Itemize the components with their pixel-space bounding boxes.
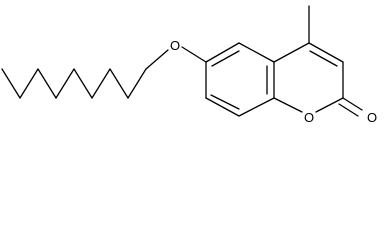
pyrone-bond-c4-c4a <box>273 42 310 63</box>
benzene-bond-3 <box>238 97 275 117</box>
pyrone-bond-c4-c3 <box>308 42 344 63</box>
chain-bond-7 <box>109 68 129 99</box>
carbonyl-bond-2 <box>338 103 359 117</box>
ether-oxygen-label: O <box>170 38 180 53</box>
pyrone-bond-c2-o1 <box>315 97 344 113</box>
benzene-bond-5 <box>238 42 275 63</box>
chain-bond-4 <box>55 68 75 99</box>
carbonyl-bond-1 <box>342 97 363 111</box>
oxygen-to-ring-bond <box>181 46 207 63</box>
chain-bond-5 <box>73 68 93 99</box>
benzene-ring <box>181 42 275 117</box>
chain-bond-3 <box>37 68 57 99</box>
pyrone-bond-o1-c8a <box>273 97 303 113</box>
pyrone-double-bond-c3-c4 <box>309 50 338 67</box>
ring-oxygen-label: O <box>304 110 314 125</box>
benzene-bond-6 <box>205 42 240 63</box>
carbonyl-oxygen-label: O <box>367 110 377 125</box>
octyl-chain <box>1 49 169 99</box>
atom-labels: O O O <box>170 38 377 125</box>
benzene-inner-bond-1 <box>211 50 240 67</box>
benzene-bond-2 <box>205 97 240 117</box>
chain-to-oxygen-bond <box>145 49 169 70</box>
chain-bond-6 <box>91 68 111 99</box>
chain-bond-1 <box>1 68 21 99</box>
chain-bond-8 <box>127 68 147 99</box>
chemical-structure-diagram: O O O <box>1 5 377 125</box>
chain-bond-2 <box>19 68 39 99</box>
benzene-inner-bond-2 <box>210 94 240 110</box>
pyrone-ring <box>273 42 363 117</box>
